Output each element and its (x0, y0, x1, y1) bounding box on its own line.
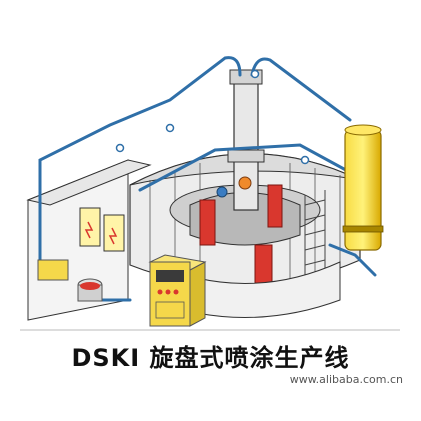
warning-symbol-1 (84, 221, 94, 239)
powder-level (80, 282, 100, 290)
spray-booth-red-left (199, 199, 216, 246)
spray-nozzle-blue (216, 186, 228, 198)
tank-top (344, 124, 382, 136)
column-band (227, 149, 265, 163)
source-watermark: www.alibaba.com.cn (289, 373, 403, 386)
control-cabinet-side (189, 261, 206, 327)
warning-symbol-2 (108, 227, 118, 245)
control-cabinet-buttons (157, 289, 179, 295)
central-column (233, 79, 259, 211)
access-ladder (304, 190, 326, 278)
diagram-caption: DSKI 旋盘式喷涂生产线 (71, 344, 350, 372)
spray-booth-red-center (267, 184, 283, 228)
control-cabinet-vent (155, 301, 185, 319)
spray-booth-red-front (254, 244, 273, 284)
tank-band (342, 225, 384, 233)
control-cabinet-screen (156, 270, 184, 282)
spray-nozzle-orange (238, 176, 252, 190)
pipe-valves (115, 69, 310, 165)
powder-feed-base (37, 259, 69, 281)
left-wall-top (26, 159, 152, 206)
